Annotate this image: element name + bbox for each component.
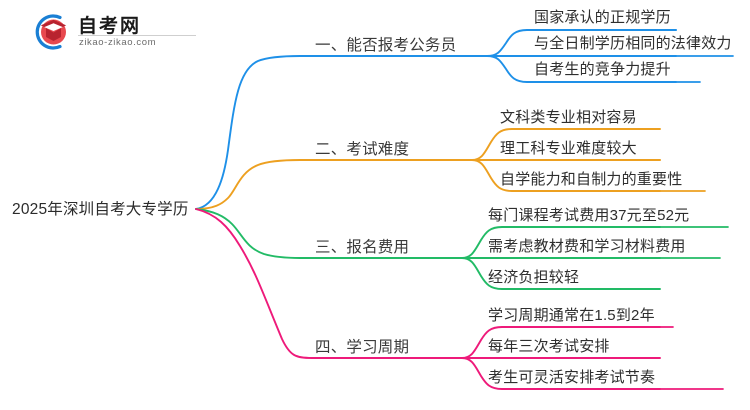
branch-node-2-label[interactable]: 二、考试难度 xyxy=(315,141,410,158)
leaf-node-2-3-label[interactable]: 自学能力和自制力的重要性 xyxy=(500,171,683,188)
leaf-node-3-3-label[interactable]: 经济负担较轻 xyxy=(488,269,580,286)
root-node-label[interactable]: 2025年深圳自考大专学历 xyxy=(12,201,189,218)
logo-name-cn: 自考网 xyxy=(78,16,142,37)
branch-node-3-label[interactable]: 三、报名费用 xyxy=(315,239,410,256)
leaf-node-2-2-label[interactable]: 理工科专业难度较大 xyxy=(500,140,637,157)
logo-wordmark: 自考网 zikao-zikao.com xyxy=(78,10,198,52)
logo-divider xyxy=(78,35,196,36)
leaf-node-4-3-label[interactable]: 考生可灵活安排考试节奏 xyxy=(488,369,656,386)
leaf-node-1-1-label[interactable]: 国家承认的正规学历 xyxy=(534,9,671,26)
leaf-node-3-2-label[interactable]: 需考虑教材费和学习材料费用 xyxy=(488,238,686,255)
leaf-node-3-1-label[interactable]: 每门课程考试费用37元至52元 xyxy=(488,207,690,224)
branch-4-connector xyxy=(195,208,661,390)
branch-node-1-label[interactable]: 一、能否报考公务员 xyxy=(315,37,457,54)
site-logo: 自考网 zikao-zikao.com xyxy=(30,10,200,54)
logo-name-en: zikao-zikao.com xyxy=(79,37,157,48)
leaf-node-4-1-label[interactable]: 学习周期通常在1.5到2年 xyxy=(488,307,655,324)
leaf-node-2-1-label[interactable]: 文科类专业相对容易 xyxy=(500,109,637,126)
leaf-node-1-3-label[interactable]: 自考生的竞争力提升 xyxy=(534,61,671,78)
graduation-cap-icon xyxy=(35,14,67,50)
leaf-node-1-2-label[interactable]: 与全日制学历相同的法律效力 xyxy=(534,35,732,52)
branch-node-4-label[interactable]: 四、学习周期 xyxy=(315,339,410,356)
leaf-node-4-2-label[interactable]: 每年三次考试安排 xyxy=(488,338,610,355)
